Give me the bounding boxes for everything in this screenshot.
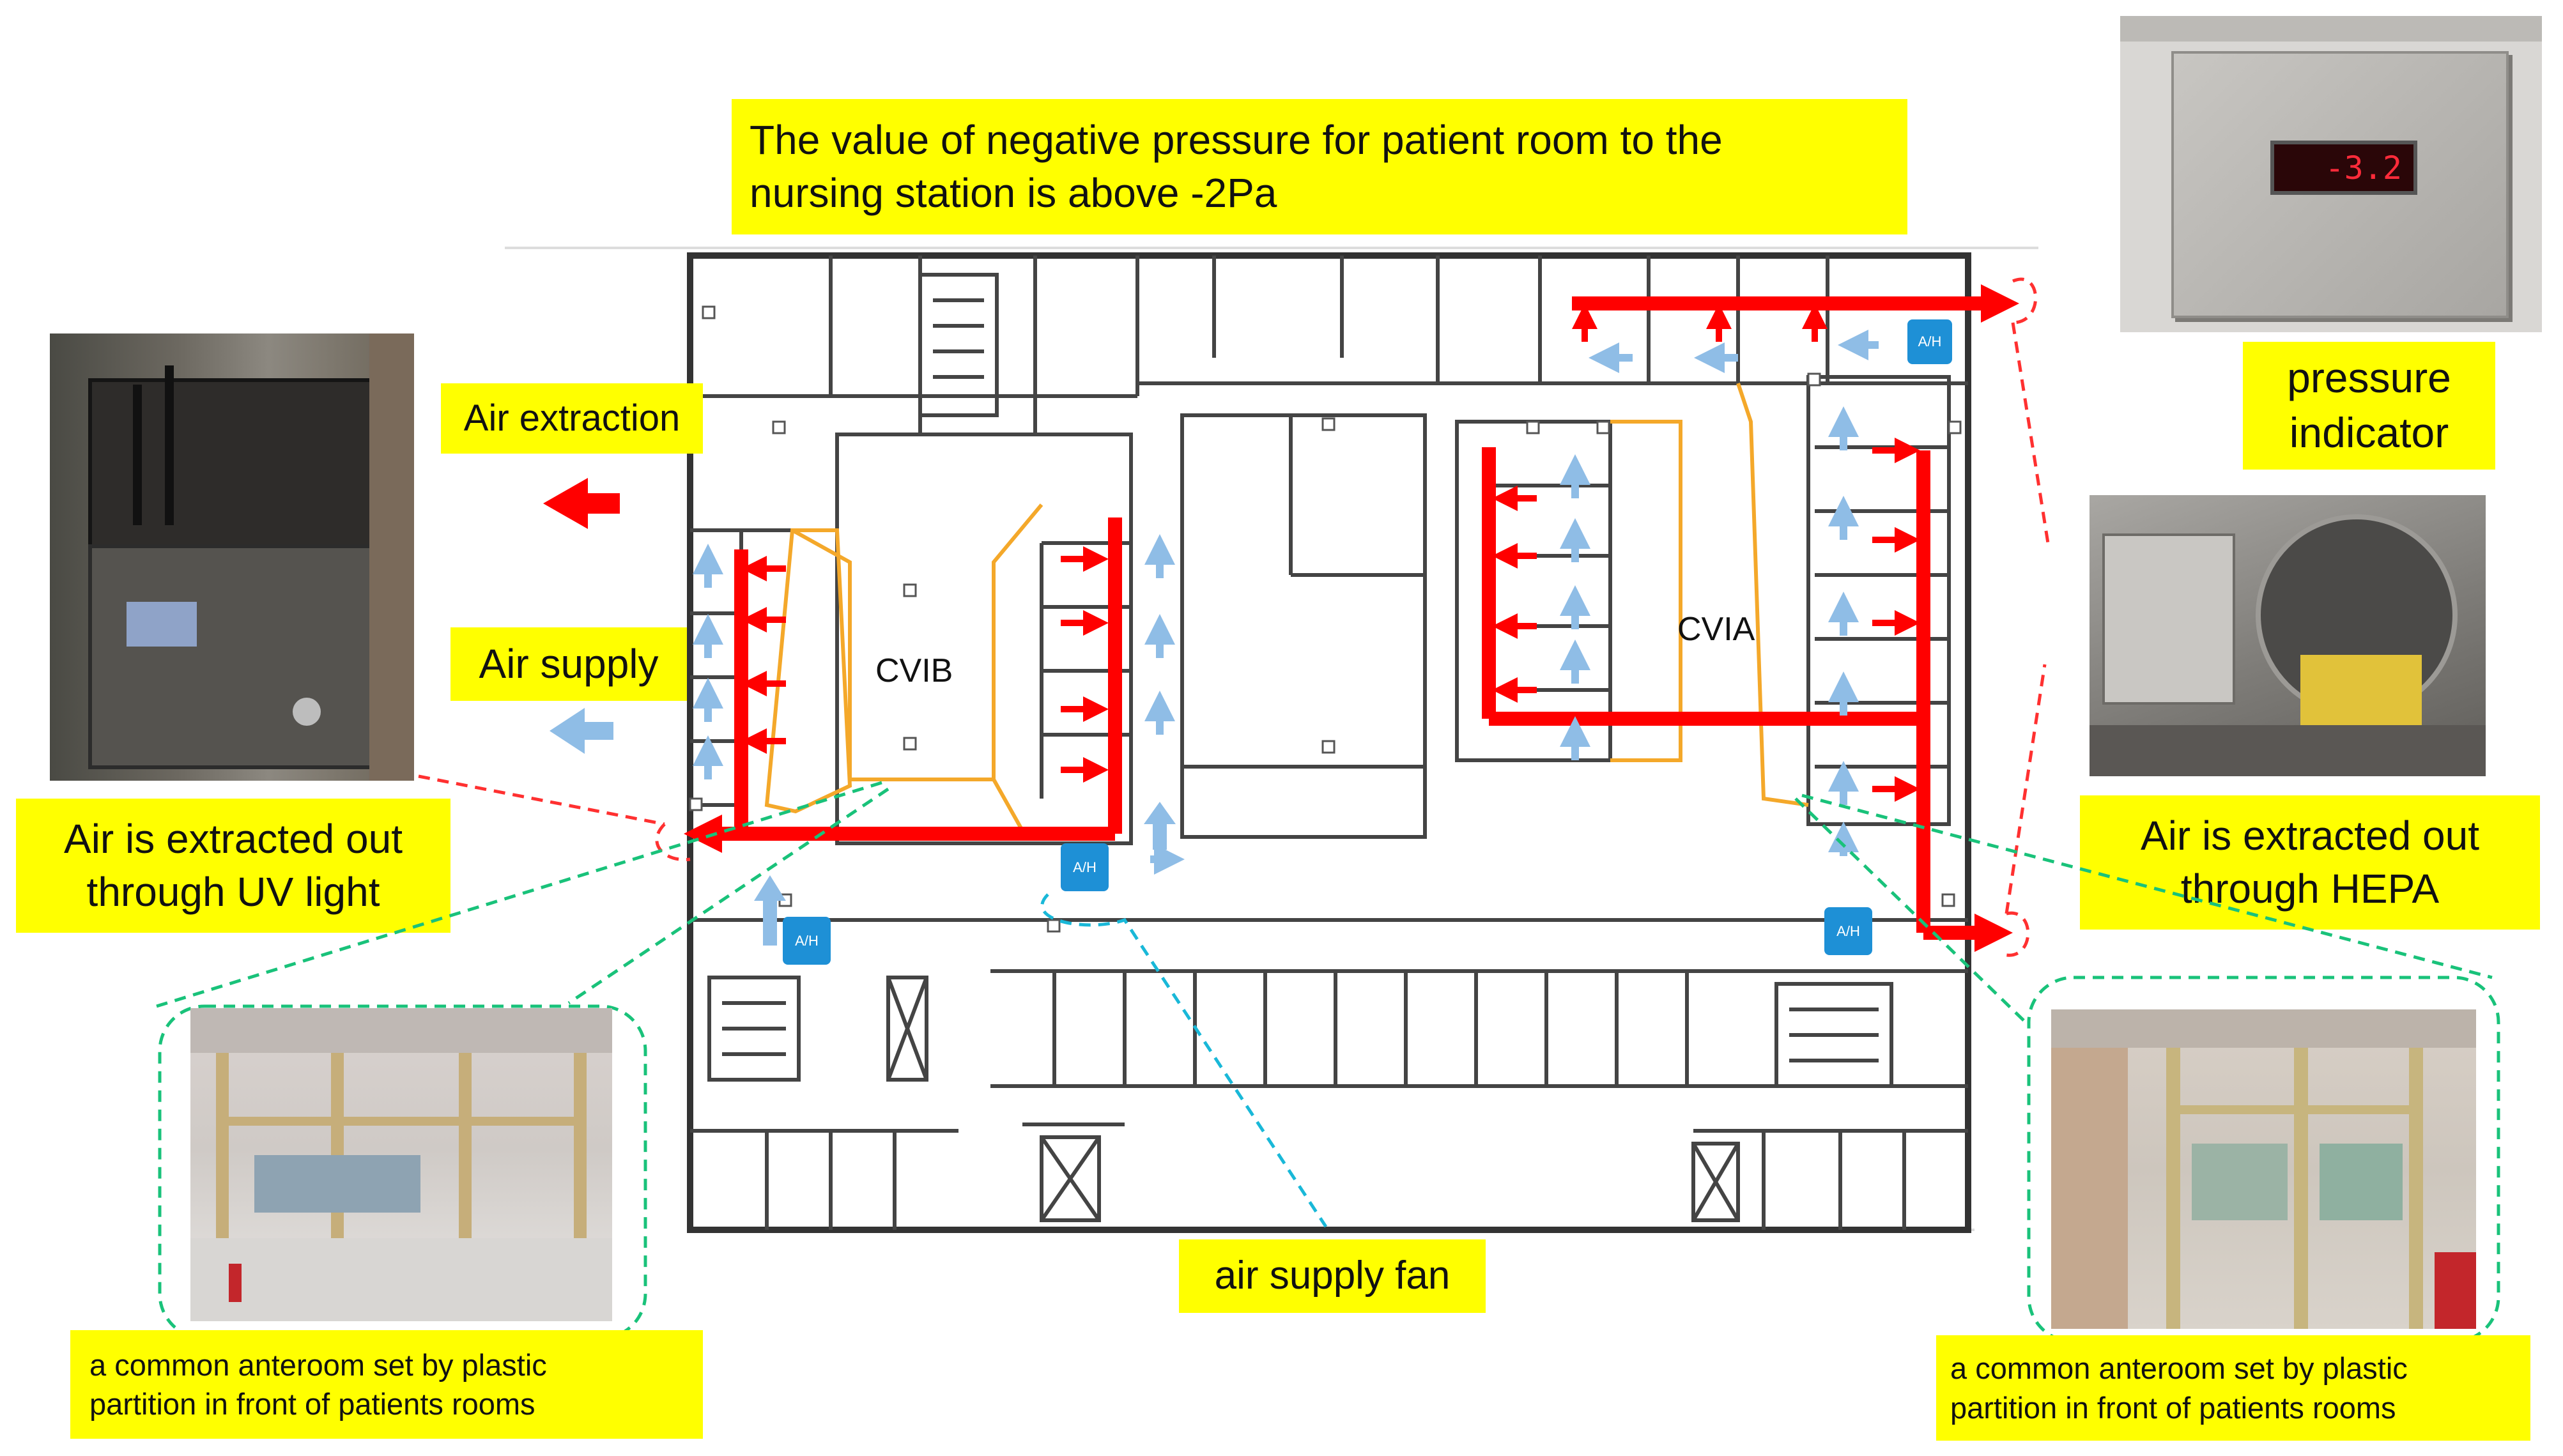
ahu-unit-top-right (1907, 319, 1952, 364)
zone-cvib-label: CVIB (875, 652, 953, 689)
cvib-outline (791, 503, 1043, 781)
extraction-branches-cvia (1492, 303, 1920, 802)
uv-caption-line2: through UV light (86, 869, 380, 915)
ahu-label-center: A/H (1073, 859, 1097, 875)
right-anteroom-caption-line1: a common anteroom set by plastic (1950, 1351, 2408, 1386)
pressure-note-line2: nursing station is above -2Pa (750, 170, 1277, 216)
left-anteroom-caption-line1: a common anteroom set by plastic (89, 1347, 547, 1382)
pressure-note: The value of negative pressure for patie… (732, 99, 1907, 234)
ahu-unit-center (1061, 843, 1109, 891)
ahu-label-left: A/H (795, 932, 819, 949)
legend-air-supply-label: Air supply (450, 627, 687, 701)
pressure-indicator-caption: pressure indicator (2243, 342, 2495, 470)
pressure-caption-line1: pressure (2287, 354, 2451, 402)
extraction-outlet-arrow-bottom (1974, 914, 2013, 952)
hepa-caption: Air is extracted out through HEPA (2080, 795, 2540, 930)
legend-air-extraction-label: Air extraction (441, 383, 703, 454)
supply-arrows (693, 330, 1879, 875)
uv-caption: Air is extracted out through UV light (16, 799, 450, 933)
left-anteroom-photo (190, 1008, 612, 1321)
extraction-branches-cvib (741, 546, 1109, 783)
pressure-indicator-photo: -3.2 (2120, 16, 2542, 332)
pressure-display-value: -3.2 (2325, 149, 2402, 187)
hepa-caption-line1: Air is extracted out (2141, 812, 2479, 859)
hepa-extractor-photo (2090, 495, 2486, 776)
air-supply-fan-caption: air supply fan (1179, 1239, 1486, 1313)
pressure-caption-line2: indicator (2289, 409, 2449, 456)
extraction-outlet-arrow-top (1981, 284, 2019, 323)
ahu-label-bottom-right: A/H (1836, 923, 1860, 939)
pressure-display: -3.2 (2270, 141, 2417, 195)
hepa-caption-line2: through HEPA (2180, 866, 2440, 912)
left-anteroom-caption: a common anteroom set by plastic partiti… (70, 1330, 703, 1439)
right-anteroom-caption: a common anteroom set by plastic partiti… (1936, 1335, 2530, 1441)
pressure-note-line1: The value of negative pressure for patie… (750, 116, 1723, 163)
right-anteroom-photo (2051, 1009, 2476, 1329)
uv-extractor-photo (50, 333, 414, 781)
zone-cvia-label: CVIA (1677, 611, 1755, 648)
left-anteroom-caption-line2: partition in front of patients rooms (89, 1387, 535, 1421)
uv-caption-line1: Air is extracted out (64, 815, 403, 862)
cvia-outline (1610, 420, 1682, 762)
ahu-label-top-right: A/H (1918, 333, 1942, 349)
right-anteroom-caption-line2: partition in front of patients rooms (1950, 1390, 2396, 1425)
